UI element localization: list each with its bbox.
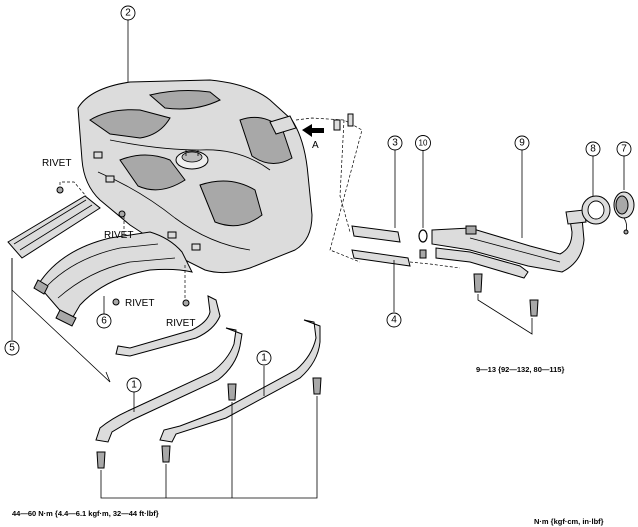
callout-9: 9 xyxy=(514,135,530,151)
fuel-tank-strap-right xyxy=(159,319,321,443)
svg-text:6: 6 xyxy=(101,316,107,327)
fuel-filler-cap xyxy=(613,191,635,235)
fuel-filler-pipe xyxy=(431,209,587,317)
breather-hose xyxy=(351,249,411,267)
callout-1-right: 1 xyxy=(256,350,272,366)
svg-text:1: 1 xyxy=(261,353,267,364)
callout-8: 8 xyxy=(585,141,601,157)
svg-text:1: 1 xyxy=(131,380,137,391)
fuel-tank-strap-left xyxy=(95,295,243,443)
hose-clamp xyxy=(418,229,428,259)
strap-bolt-torque-spec: 44—60 N·m {4.4—6.1 kgf·m, 32—44 ft·lbf} xyxy=(12,509,159,518)
svg-text:2: 2 xyxy=(125,8,131,19)
assembly-line xyxy=(59,181,87,197)
svg-text:9: 9 xyxy=(519,138,525,149)
callout-10: 10 xyxy=(415,135,431,151)
svg-text:5: 5 xyxy=(9,343,15,354)
svg-text:3: 3 xyxy=(392,138,398,149)
callout-4: 4 xyxy=(386,312,402,328)
tank-protector xyxy=(33,231,193,327)
filler-hose xyxy=(351,225,401,243)
callout-7: 7 xyxy=(616,141,632,157)
svg-text:4: 4 xyxy=(391,315,397,326)
callout-2: 2 xyxy=(120,5,136,21)
rivet-markers xyxy=(56,186,190,307)
torque-units-legend: N·m {kgf·cm, in·lbf} xyxy=(534,517,604,526)
leader-lines xyxy=(11,20,625,499)
svg-text:10: 10 xyxy=(419,139,428,148)
strap-bolts xyxy=(96,377,322,469)
assembly-line xyxy=(339,119,351,233)
callout-5: 5 xyxy=(4,340,20,356)
callout-3: 3 xyxy=(387,135,403,151)
rivet-label: RIVET xyxy=(42,158,71,169)
callout-1-left: 1 xyxy=(126,377,142,393)
svg-text:8: 8 xyxy=(590,144,596,155)
view-a-label: A xyxy=(312,140,319,151)
filler-bolt-torque-spec: 9—13 {92—132, 80—115} xyxy=(476,365,564,374)
svg-text:7: 7 xyxy=(621,144,627,155)
fuel-filler-ring xyxy=(581,195,611,225)
view-a-arrow xyxy=(302,124,324,137)
hose-connector-parts xyxy=(333,113,354,131)
callout-6: 6 xyxy=(96,313,112,329)
rivet-label: RIVET xyxy=(166,318,195,329)
fuel-tank xyxy=(77,79,313,274)
assembly-line xyxy=(409,261,461,269)
rivet-label: RIVET xyxy=(104,230,133,241)
rivet-label: RIVET xyxy=(125,298,154,309)
